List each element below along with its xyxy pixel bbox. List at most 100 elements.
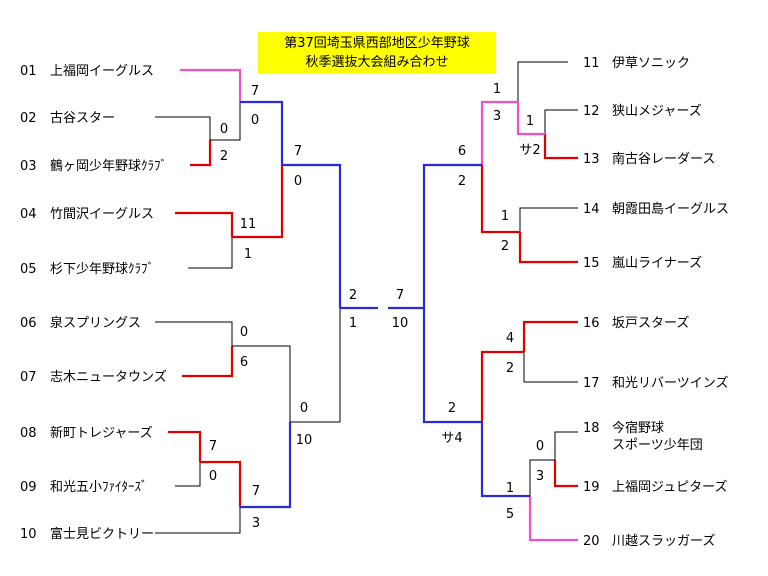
bracket-line-game-18-19 [529, 459, 555, 496]
game-score: 5 [506, 507, 514, 522]
title-line-2: 秋季選抜大会組み合わせ [305, 55, 449, 70]
team-number: 04 [20, 207, 37, 222]
team-name: 狭山メジャーズ [612, 103, 702, 119]
game-score: 6 [240, 355, 248, 370]
game-score: 0 [294, 174, 302, 189]
bracket-line-team-15 [518, 232, 578, 264]
game-score: 0 [209, 469, 217, 484]
team-name: 伊草ソニック [612, 56, 690, 71]
game-score: 7 [252, 484, 260, 499]
game-score: 1 [526, 114, 534, 129]
bracket-line-game-06-07 [232, 345, 291, 422]
game-score: 0 [220, 122, 228, 137]
team-name: 古谷スター [50, 111, 115, 126]
bracket-line-qf-upper-left [282, 163, 342, 308]
game-score: 7 [396, 288, 404, 303]
team-number: 06 [20, 316, 37, 331]
team-name: 坂戸スターズ [612, 315, 689, 331]
bracket-line-game-04-05 [232, 165, 284, 239]
team-name: 富士見ビクトリー [50, 526, 154, 542]
bracket-line-team-06 [155, 321, 233, 346]
game-score: 4 [506, 331, 514, 346]
team-number: 18 [583, 421, 600, 436]
bracket-line-game-18-20-win [480, 422, 530, 498]
bracket-line-game-08-10-win [240, 422, 292, 509]
game-score: 2 [349, 288, 357, 303]
bracket-line-team-08 [168, 430, 202, 462]
team-number: 16 [583, 316, 600, 331]
team-name: 今宿野球 [612, 420, 664, 436]
bracket-line-team-14 [519, 207, 578, 232]
team-number: 03 [20, 159, 37, 174]
title-line-1: 第37回埼玉県西部地区少年野球 [284, 36, 470, 51]
game-score: 10 [296, 433, 313, 448]
team-name: 泉スプリングス [50, 315, 141, 331]
bracket-line-qf-upper-right [422, 163, 482, 308]
bracket-line-team-02 [155, 116, 211, 140]
bracket-line-team-11 [517, 61, 568, 102]
team-number: 01 [20, 64, 37, 79]
game-score: 1 [244, 247, 252, 262]
bracket-line-team-12 [544, 109, 578, 134]
bracket-line-game-01-win [240, 100, 284, 165]
team-name: 志木ニュータウンズ [50, 369, 167, 385]
game-score: 0 [240, 325, 248, 340]
bracket-line-team-09 [175, 462, 201, 487]
team-number: 14 [583, 202, 600, 217]
bracket-line-team-17 [523, 352, 578, 383]
bracket-line-team-04 [175, 211, 234, 237]
team-number: 10 [20, 527, 37, 542]
bracket-line-team-16 [522, 320, 578, 352]
team-number: 20 [583, 534, 600, 549]
bracket-line-team-01 [180, 68, 242, 102]
team-number: 09 [20, 480, 37, 495]
game-score: 2 [458, 174, 466, 189]
team-name-line-2: スポーツ少年団 [612, 438, 703, 453]
bracket-line-qf-lower-right [422, 308, 482, 424]
team-name: 新町トレジャーズ [50, 425, 153, 441]
team-number: 02 [20, 111, 37, 126]
team-number: 08 [20, 426, 37, 441]
team-number: 05 [20, 262, 37, 277]
game-score: 6 [458, 144, 466, 159]
team-name: 杉下少年野球ｸﾗﾌﾞ [50, 262, 154, 277]
game-score: 1 [506, 481, 514, 496]
team-number: 17 [583, 376, 600, 391]
bracket-line-game-12-13 [516, 102, 545, 136]
bracket-line-team-13 [543, 134, 578, 160]
team-name: 川越スラッガーズ [612, 533, 715, 549]
bracket-line-team-10 [155, 507, 241, 534]
team-name: 上福岡イーグルス [50, 64, 154, 79]
bracket-line-team-05 [188, 237, 233, 269]
bracket-line-game-16-17 [480, 350, 524, 422]
game-score: 2 [220, 149, 228, 164]
game-score: 7 [251, 84, 259, 99]
bracket-line-team-07 [182, 346, 234, 378]
bracket-line-team-03 [190, 140, 212, 167]
game-score: 3 [252, 516, 260, 531]
game-score: 0 [300, 401, 308, 416]
game-score: 7 [209, 439, 217, 454]
game-score: 2 [501, 239, 509, 254]
game-score: 1 [493, 82, 501, 97]
bracket-lines [155, 61, 578, 542]
bracket-line-team-18 [554, 431, 578, 460]
team-number: 11 [583, 56, 600, 71]
team-number: 15 [583, 256, 600, 271]
bracket-line-qf-lower-left [290, 308, 341, 423]
team-name: 和光リバーツインズ [612, 375, 728, 391]
bracket-line-game-02-03 [210, 102, 241, 141]
game-score: 1 [349, 316, 357, 331]
game-score: 3 [536, 469, 544, 484]
bracket-line-game-11-win [480, 100, 518, 165]
bracket-line-game-08-09 [200, 460, 242, 507]
team-name: 嵐山ライナーズ [612, 255, 702, 271]
team-name: 竹間沢イーグルス [50, 207, 154, 222]
game-score: 0 [251, 113, 259, 128]
team-name: 朝霞田島イーグルス [612, 202, 729, 217]
game-score: 11 [240, 217, 257, 232]
team-name: 上福岡ジュピターズ [612, 479, 727, 495]
team-number: 19 [583, 480, 600, 495]
